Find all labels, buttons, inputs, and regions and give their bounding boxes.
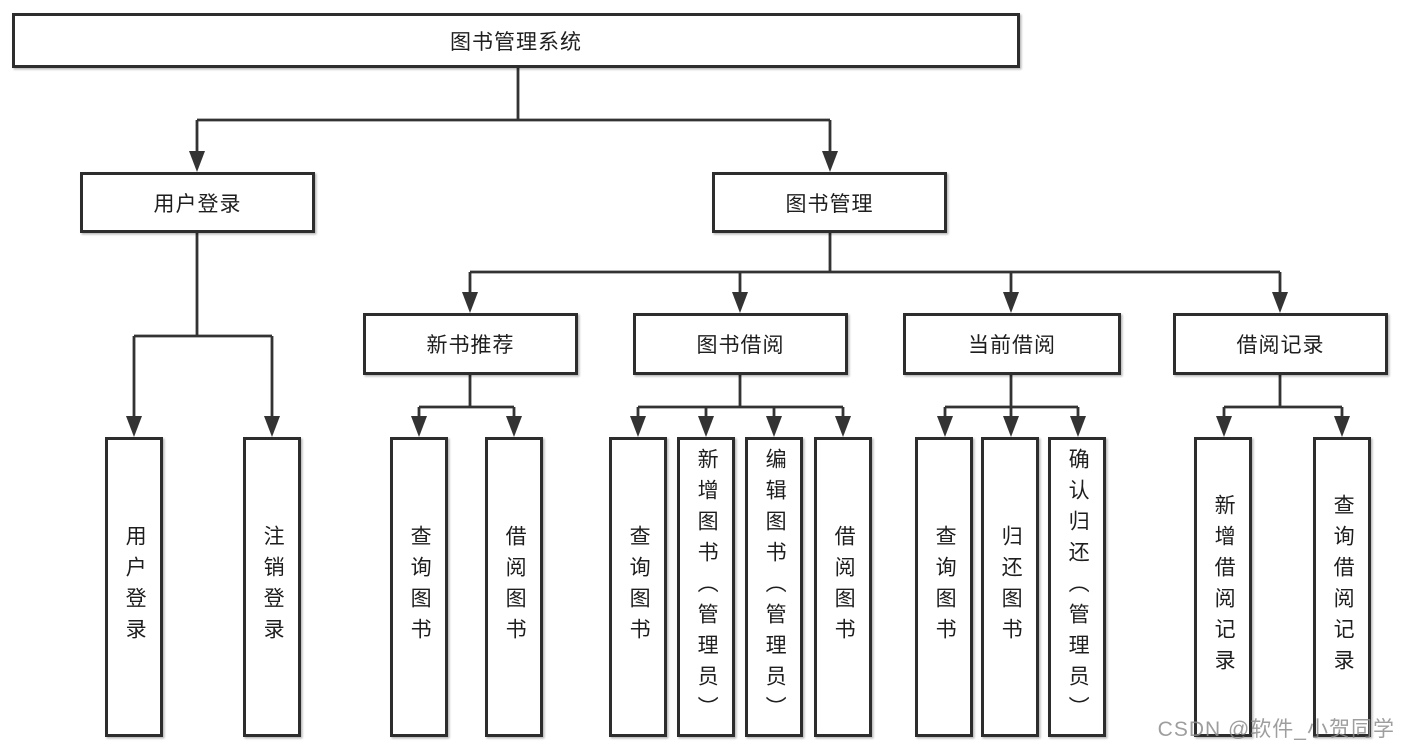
leaf-logout-login: 注销登录: [243, 437, 301, 737]
leaf-query-books-recommend: 查询图书: [390, 437, 448, 737]
node-book-borrow-label: 图书借阅: [696, 334, 785, 357]
leaf-query-borrow-record-label: 查询借阅记录: [1331, 494, 1355, 680]
leaf-query-books-borrow: 查询图书: [609, 437, 667, 737]
leaf-borrow-books: 借阅图书: [814, 437, 872, 737]
node-new-book-recommend-label: 新书推荐: [426, 334, 515, 357]
leaf-borrow-books-recommend: 借阅图书: [485, 437, 543, 737]
leaf-add-books-admin: 新增图书（管理员）: [677, 437, 735, 737]
leaf-confirm-return-admin: 确认归还（管理员）: [1048, 437, 1106, 737]
node-book-management-label: 图书管理: [785, 192, 874, 216]
node-borrow-records-label: 借阅记录: [1236, 334, 1325, 357]
node-new-book-recommend: 新书推荐: [363, 313, 578, 375]
arrowheads: [126, 151, 1350, 437]
leaf-query-books-borrow-label: 查询图书: [627, 525, 651, 649]
node-book-management: 图书管理: [712, 172, 947, 233]
node-borrow-records: 借阅记录: [1173, 313, 1388, 375]
leaf-return-books-label: 归还图书: [999, 525, 1023, 649]
node-root: 图书管理系统: [12, 13, 1020, 68]
leaf-add-borrow-record-label: 新增借阅记录: [1212, 494, 1236, 680]
node-current-borrow: 当前借阅: [903, 313, 1121, 375]
node-user-login-label: 用户登录: [153, 192, 242, 216]
leaf-edit-books-admin-label: 编辑图书（管理员）: [763, 447, 787, 727]
node-current-borrow-label: 当前借阅: [968, 334, 1056, 357]
leaf-borrow-books-label: 借阅图书: [832, 525, 856, 649]
leaf-query-borrow-record: 查询借阅记录: [1313, 437, 1371, 737]
leaf-add-borrow-record: 新增借阅记录: [1194, 437, 1252, 737]
leaf-return-books: 归还图书: [981, 437, 1039, 737]
leaf-edit-books-admin: 编辑图书（管理员）: [745, 437, 803, 737]
leaf-user-login-label: 用户登录: [123, 525, 147, 649]
watermark: CSDN @软件_小贺同学: [1157, 718, 1395, 741]
leaf-query-books-recommend-label: 查询图书: [408, 525, 432, 649]
node-book-borrow: 图书借阅: [633, 313, 848, 375]
node-user-login: 用户登录: [80, 172, 315, 233]
leaf-user-login: 用户登录: [105, 437, 163, 737]
leaf-confirm-return-admin-label: 确认归还（管理员）: [1066, 447, 1090, 727]
leaf-logout-login-label: 注销登录: [261, 525, 285, 649]
leaf-borrow-books-recommend-label: 借阅图书: [503, 525, 527, 649]
leaf-query-books-current-label: 查询图书: [933, 525, 957, 649]
node-root-label: 图书管理系统: [450, 30, 582, 54]
leaf-query-books-current: 查询图书: [915, 437, 973, 737]
leaf-add-books-admin-label: 新增图书（管理员）: [695, 447, 719, 727]
